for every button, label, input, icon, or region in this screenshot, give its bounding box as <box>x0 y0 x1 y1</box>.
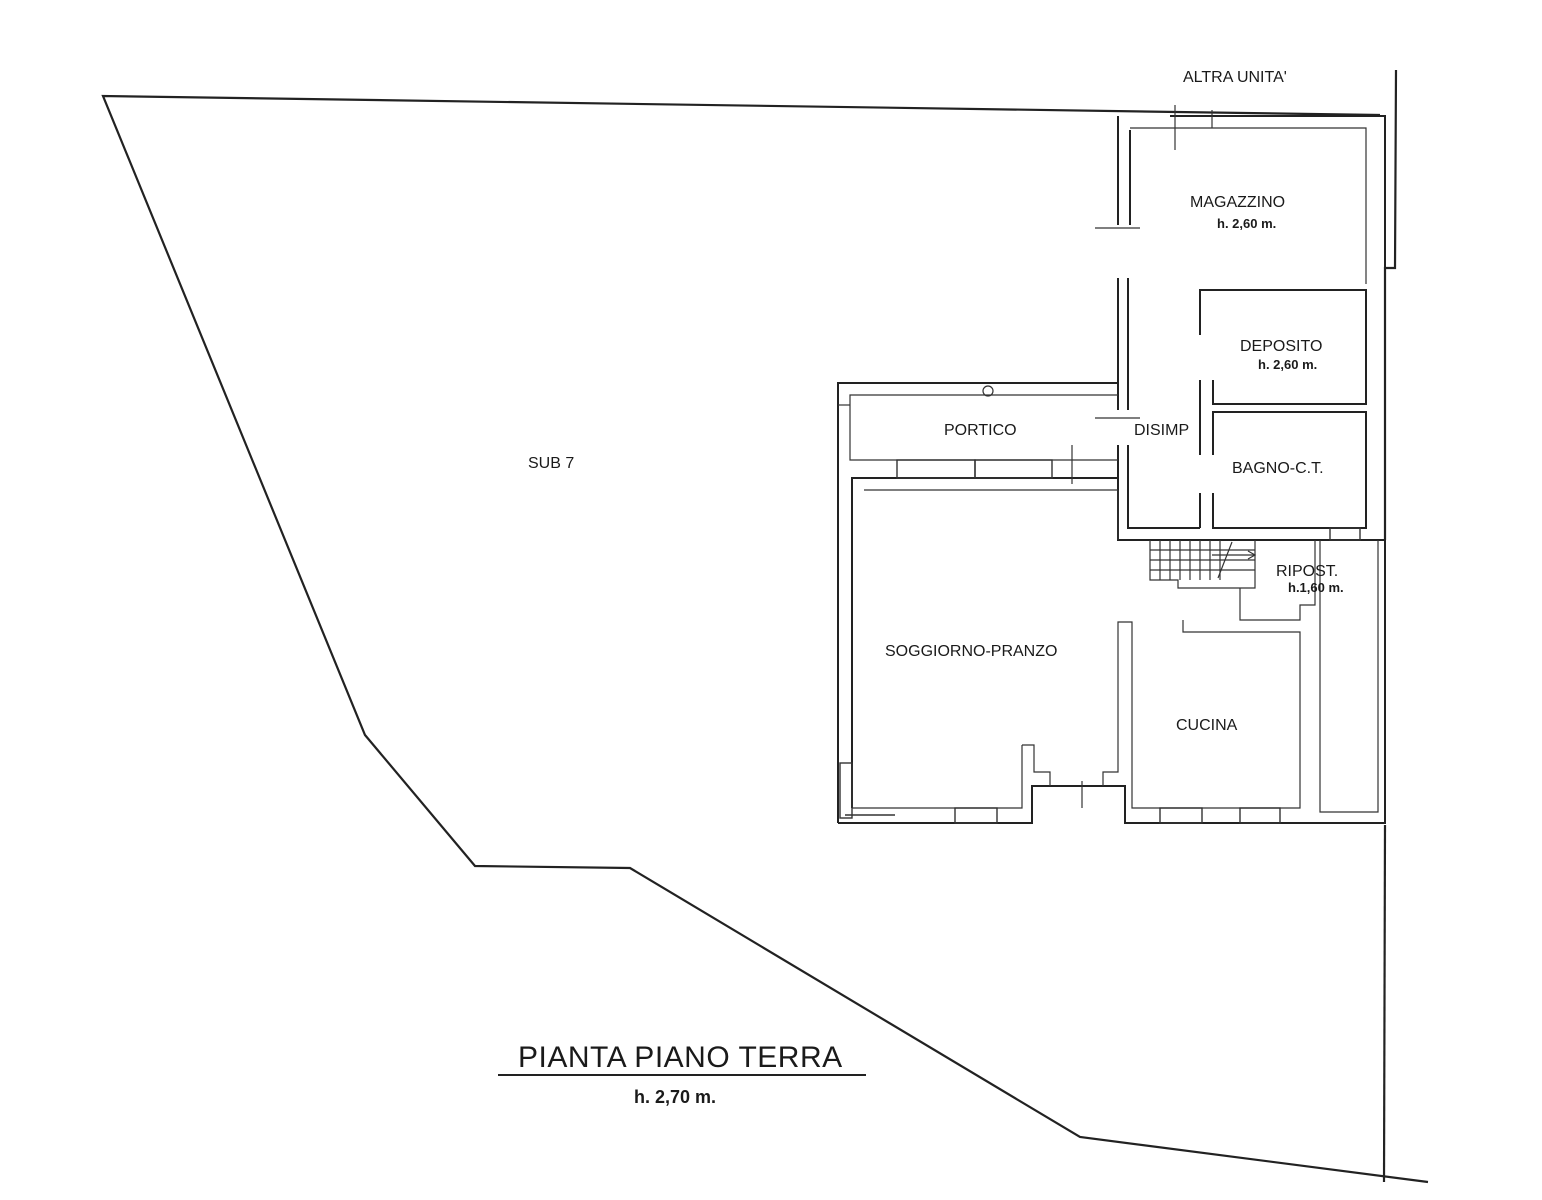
ripost-label: RIPOST. <box>1276 563 1338 580</box>
lot-boundary <box>101 69 1429 1184</box>
plan-title-height: h. 2,70 m. <box>634 1087 716 1107</box>
magazzino-label: MAGAZZINO <box>1190 194 1285 211</box>
sub7-label: SUB 7 <box>528 455 574 472</box>
deposito-label: DEPOSITO <box>1240 338 1322 355</box>
portico-column-icon <box>982 385 994 397</box>
ripost-east-strip <box>1319 540 1379 813</box>
bagno-wall <box>1212 411 1367 529</box>
disimp-south-wall <box>1127 445 1200 529</box>
windows <box>839 459 1361 824</box>
plan-title: PIANTA PIANO TERRA <box>518 1041 843 1074</box>
lot-east-boundary <box>1382 824 1387 1183</box>
stairs <box>1149 540 1257 589</box>
neighbour-boundary <box>1383 69 1398 540</box>
magazzino-inner <box>1130 127 1367 284</box>
east-wing-outer-wall <box>1170 115 1386 540</box>
deposito-height: h. 2,60 m. <box>1258 357 1317 372</box>
magazzino-height: h. 2,60 m. <box>1217 216 1276 231</box>
lot-west-boundary <box>101 94 1429 1184</box>
south-facade <box>838 540 1386 824</box>
bagno-label: BAGNO-C.T. <box>1232 460 1324 477</box>
soggiorno-label: SOGGIORNO-PRANZO <box>885 643 1057 660</box>
ripost-wall <box>1239 540 1316 621</box>
ripost-height: h.1,60 m. <box>1288 580 1344 595</box>
kitchen-pillar <box>1102 620 1301 809</box>
cucina-label: CUCINA <box>1176 717 1238 734</box>
doors <box>1071 105 1213 808</box>
portico-label: PORTICO <box>944 422 1017 439</box>
pillar <box>1022 744 1051 786</box>
disimp-label: DISIMP <box>1134 422 1189 439</box>
south-facade-inner <box>852 745 1023 809</box>
deposito-wall <box>1199 289 1367 405</box>
portico-wall <box>837 382 1118 823</box>
altra-unita-label: ALTRA UNITA' <box>1183 69 1287 86</box>
